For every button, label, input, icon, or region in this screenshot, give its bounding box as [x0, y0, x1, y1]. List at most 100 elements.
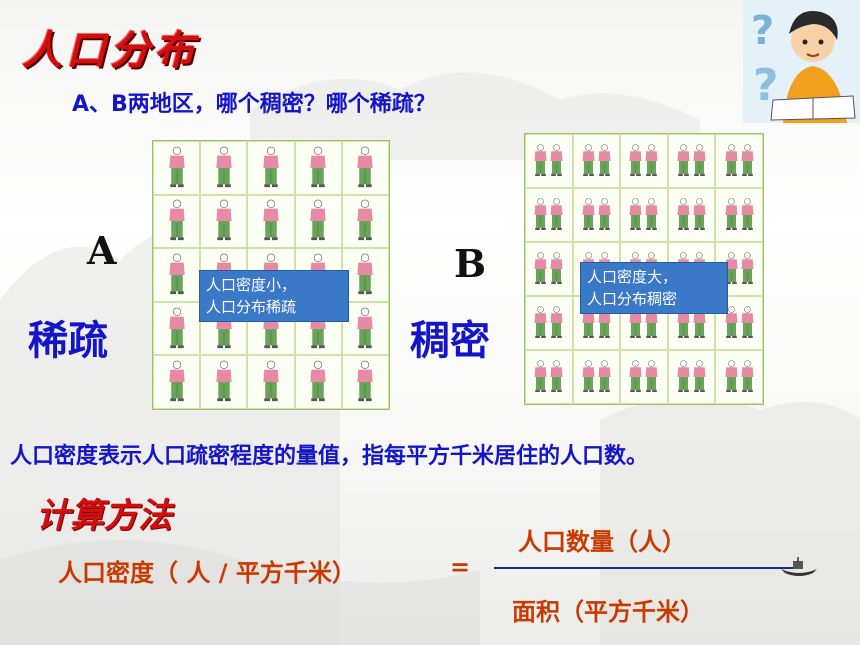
grid-cell: [200, 194, 248, 249]
region-b-note-line1: 人口密度大，: [587, 268, 678, 286]
person-figure-icon: [725, 360, 738, 392]
person-figure-icon: [168, 253, 185, 295]
person-figure-icon: [550, 198, 563, 230]
person-figure-icon: [629, 306, 642, 338]
person-figure-icon: [263, 146, 279, 187]
region-b-note: 人口密度大， 人口分布稠密: [580, 262, 728, 314]
formula-lhs: 人口密度（ 人 / 平方千米）: [58, 559, 356, 587]
grid-cell: [525, 350, 573, 404]
region-b-label: 稠密: [410, 318, 490, 364]
question-text: A、B两地区，哪个稠密？哪个稀疏？: [72, 92, 436, 117]
person-figure-icon: [741, 306, 754, 338]
grid-cell: [247, 194, 295, 249]
person-figure-icon: [168, 199, 185, 241]
region-b-note-line2: 人口分布稠密: [587, 290, 678, 308]
region-a-note-line2: 人口分布稀疏: [206, 298, 297, 316]
person-figure-icon: [645, 144, 658, 176]
grid-cell: [153, 355, 201, 409]
grid-cell: [153, 141, 201, 195]
region-a-letter: A: [87, 228, 117, 273]
person-figure-icon: [216, 146, 232, 187]
region-a-note: 人口密度小， 人口分布稀疏: [199, 270, 349, 322]
grid-cell: [620, 188, 668, 242]
person-figure-icon: [534, 198, 547, 230]
person-figure-icon: [598, 144, 611, 176]
person-figure-icon: [310, 146, 326, 187]
grid-cell: [153, 194, 201, 249]
person-figure-icon: [168, 146, 185, 187]
boy-reading-question-marks-icon: ? ?: [743, 0, 860, 123]
person-figure-icon: [598, 360, 611, 392]
person-figure-icon: [693, 144, 706, 176]
person-figure-icon: [645, 360, 658, 392]
person-figure-icon: [741, 198, 754, 230]
grid-cell: [153, 301, 201, 356]
grid-cell: [667, 188, 716, 242]
person-figure-icon: [310, 199, 326, 241]
grid-cell: [620, 134, 668, 188]
person-figure-icon: [582, 144, 595, 176]
svg-text:?: ?: [751, 8, 774, 54]
grid-cell: [525, 242, 573, 296]
person-figure-icon: [693, 360, 706, 392]
person-figure-icon: [677, 360, 690, 392]
person-figure-icon: [629, 144, 642, 176]
person-figure-icon: [629, 198, 642, 230]
person-figure-icon: [725, 252, 738, 284]
grid-cell: [294, 194, 342, 249]
formula-equals: =: [450, 553, 471, 581]
person-figure-icon: [216, 199, 232, 241]
grid-cell: [341, 355, 389, 409]
grid-cell: [525, 134, 573, 188]
person-figure-icon: [534, 252, 547, 284]
page-title: 人口分布: [22, 28, 198, 74]
grid-cell: [715, 188, 763, 242]
region-b-letter: B: [454, 241, 487, 286]
person-figure-icon: [629, 360, 642, 392]
person-figure-icon: [216, 360, 232, 402]
grid-cell: [572, 188, 621, 242]
grid-cell: [715, 296, 763, 350]
grid-cell: [572, 134, 621, 188]
grid-cell: [341, 194, 389, 249]
grid-cell: [620, 350, 668, 404]
person-figure-icon: [357, 253, 374, 295]
grid-cell: [247, 141, 295, 195]
person-figure-icon: [310, 360, 326, 402]
grid-cell: [715, 350, 763, 404]
person-figure-icon: [357, 360, 374, 402]
person-figure-icon: [534, 360, 547, 392]
grid-cell: [341, 301, 389, 356]
person-figure-icon: [550, 360, 563, 392]
person-figure-icon: [550, 306, 563, 338]
region-a-label: 稀疏: [28, 318, 108, 364]
grid-cell: [572, 350, 621, 404]
boat-icon: [781, 557, 817, 576]
person-figure-icon: [741, 360, 754, 392]
person-figure-icon: [741, 144, 754, 176]
grid-cell: [294, 355, 342, 409]
grid-cell: [294, 141, 342, 195]
grid-cell: [715, 242, 763, 296]
person-figure-icon: [741, 252, 754, 284]
person-figure-icon: [534, 144, 547, 176]
grid-cell: [525, 296, 573, 350]
grid-cell: [667, 350, 716, 404]
person-figure-icon: [168, 360, 185, 402]
grid-cell: [247, 355, 295, 409]
grid-cell: [667, 134, 716, 188]
person-figure-icon: [677, 198, 690, 230]
person-figure-icon: [725, 306, 738, 338]
person-figure-icon: [357, 307, 374, 348]
person-figure-icon: [582, 198, 595, 230]
person-figure-icon: [582, 360, 595, 392]
person-figure-icon: [357, 146, 374, 187]
person-figure-icon: [645, 198, 658, 230]
grid-cell: [153, 248, 201, 302]
person-figure-icon: [677, 144, 690, 176]
grid-cell: [341, 141, 389, 195]
grid-cell: [525, 188, 573, 242]
definition-text: 人口密度表示人口疏密程度的量值，指每平方千米居住的人口数。: [10, 444, 649, 469]
person-figure-icon: [168, 307, 185, 348]
person-figure-icon: [550, 144, 563, 176]
